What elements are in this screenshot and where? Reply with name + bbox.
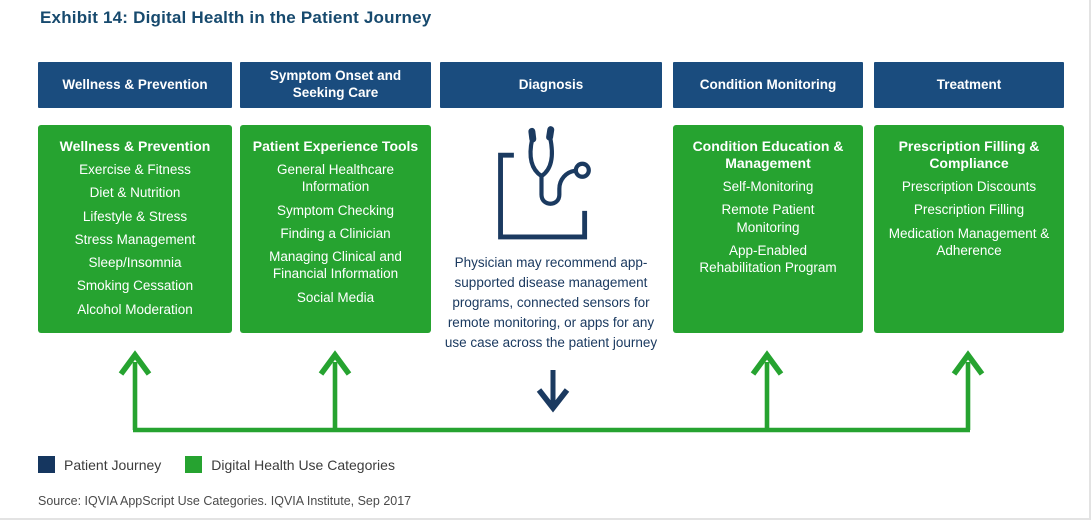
stage-header-label: Symptom Onset and Seeking Care [269, 68, 402, 100]
category-item: Medication Management & Adherence [888, 225, 1050, 258]
category-item: Symptom Checking [276, 202, 395, 218]
category-box-condition-education: Condition Education & Management Self-Mo… [673, 125, 863, 333]
category-box-prescription-filling: Prescription Filling & Compliance Prescr… [874, 125, 1064, 333]
journey-connector-arrows [118, 350, 985, 433]
stage-header-label: Wellness & Prevention [62, 76, 208, 92]
category-title: Condition Education & Management [692, 138, 844, 172]
category-title: Patient Experience Tools [252, 138, 419, 154]
stage-header-symptom-onset: Symptom Onset and Seeking Care [240, 62, 431, 108]
diagnosis-content: Physician may recommend app-supported di… [440, 125, 662, 353]
down-arrow-icon [536, 388, 570, 413]
page-title: Exhibit 14: Digital Health in the Patien… [40, 8, 432, 27]
category-item: Exercise & Fitness [79, 162, 191, 178]
category-item: Alcohol Moderation [77, 301, 193, 317]
category-item: General Healthcare Information [276, 162, 395, 195]
category-item: App-Enabled Rehabilitation Program [699, 242, 837, 276]
stage-header-label: Condition Monitoring [699, 76, 837, 92]
stage-header-label: Diagnosis [518, 76, 584, 92]
category-item: Prescription Discounts [901, 179, 1037, 195]
stage-header-treatment: Treatment [874, 62, 1064, 108]
stage-header-label: Treatment [936, 76, 1002, 92]
category-item: Lifestyle & Stress [82, 208, 188, 224]
stage-header-condition-monitoring: Condition Monitoring [673, 62, 863, 108]
stethoscope-icon [498, 126, 591, 240]
category-title: Wellness & Prevention [59, 138, 211, 154]
category-item: Finding a Clinician [280, 225, 391, 241]
category-item: Smoking Cessation [76, 278, 194, 294]
category-item: Sleep/Insomnia [88, 255, 182, 271]
legend-swatch-digital-health-use-categories [185, 456, 203, 473]
column-diagnosis: Diagnosis Physician may recommend app-su… [440, 62, 662, 353]
legend-label-patient-journey: Patient Journey [64, 456, 162, 473]
category-item: Self-Monitoring [722, 179, 814, 195]
category-item: Managing Clinical and Financial Informat… [269, 249, 402, 282]
category-item: Social Media [296, 289, 375, 305]
up-arrow-icon [951, 350, 985, 376]
stage-header-wellness-prevention: Wellness & Prevention [38, 62, 232, 108]
column-treatment: Treatment Prescription Filling & Complia… [874, 62, 1064, 333]
column-wellness-prevention: Wellness & Prevention Wellness & Prevent… [38, 62, 232, 333]
category-item: Remote Patient Monitoring [721, 202, 815, 235]
up-arrow-icon [118, 350, 152, 376]
up-arrow-icon [318, 350, 352, 376]
column-condition-monitoring: Condition Monitoring Condition Education… [673, 62, 863, 333]
category-box-patient-experience-tools: Patient Experience Tools General Healthc… [240, 125, 431, 333]
legend-swatch-patient-journey [38, 456, 55, 473]
category-item: Diet & Nutrition [89, 185, 181, 201]
column-symptom-onset: Symptom Onset and Seeking Care Patient E… [240, 62, 431, 333]
source-note: Source: IQVIA AppScript Use Categories. … [38, 494, 412, 508]
category-title: Prescription Filling & Compliance [898, 138, 1040, 172]
category-item: Stress Management [74, 231, 196, 247]
up-arrow-icon [750, 350, 784, 376]
legend: Patient Journey Digital Health Use Categ… [38, 456, 419, 473]
diagnosis-note: Physician may recommend app-supported di… [444, 255, 658, 350]
legend-label-digital-health-use-categories: Digital Health Use Categories [211, 456, 395, 473]
stage-header-diagnosis: Diagnosis [440, 62, 662, 108]
category-box-wellness-prevention: Wellness & Prevention Exercise & Fitness… [38, 125, 232, 333]
category-item: Prescription Filling [913, 202, 1025, 218]
